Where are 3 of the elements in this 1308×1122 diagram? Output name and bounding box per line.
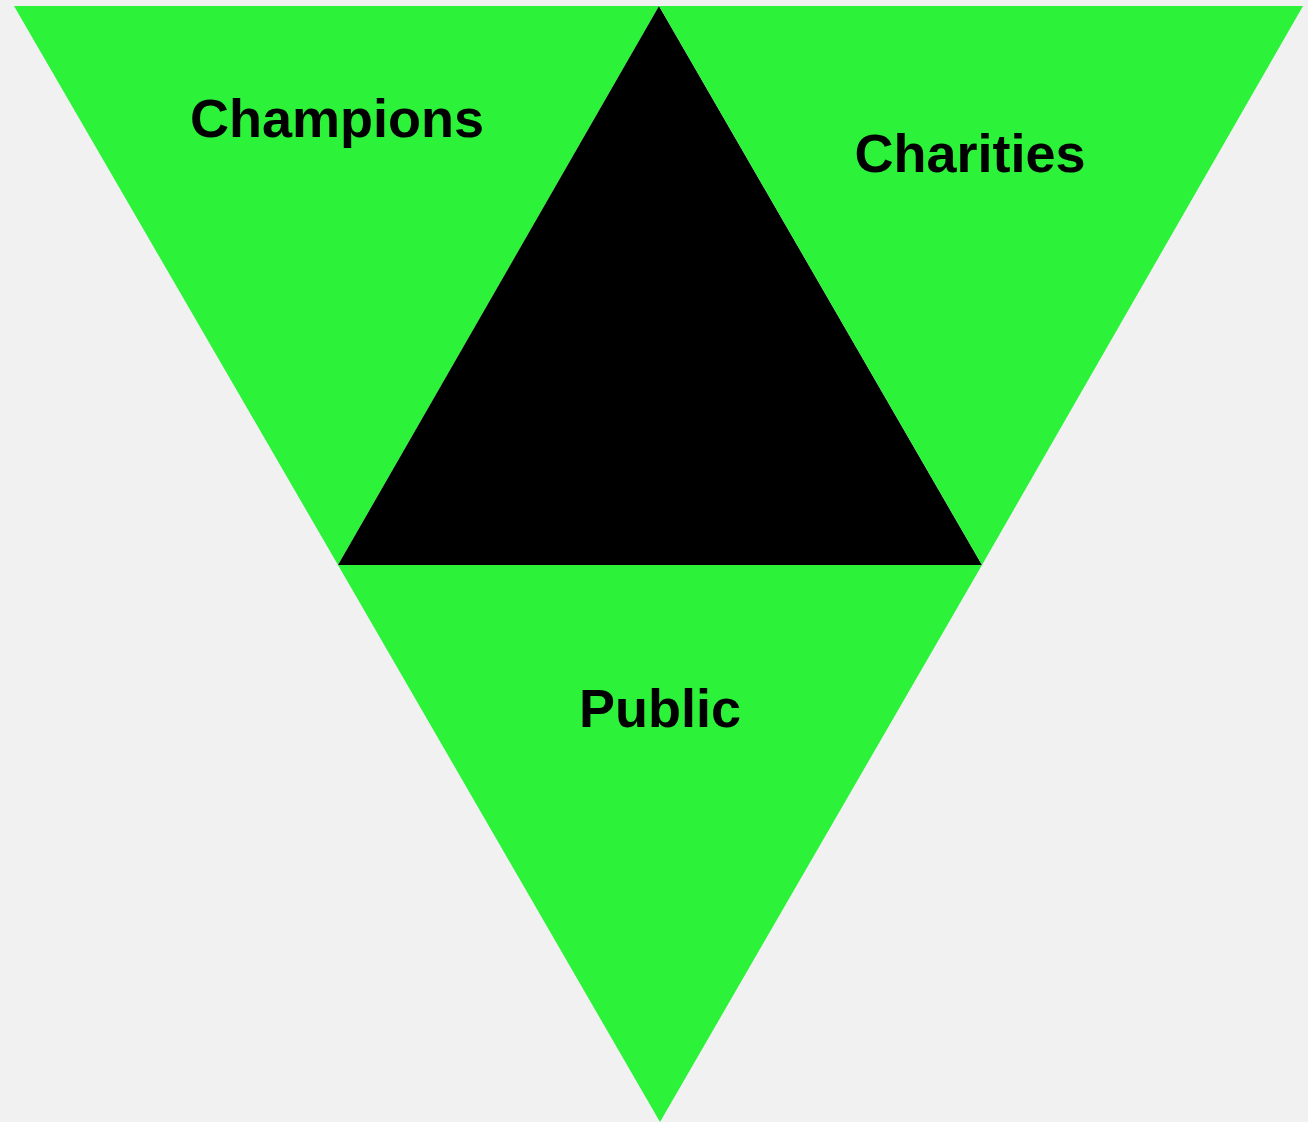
triangle-label: Champions [190,87,484,149]
triangle-label: Public [579,677,741,739]
triangle-label: Charities [854,122,1086,184]
